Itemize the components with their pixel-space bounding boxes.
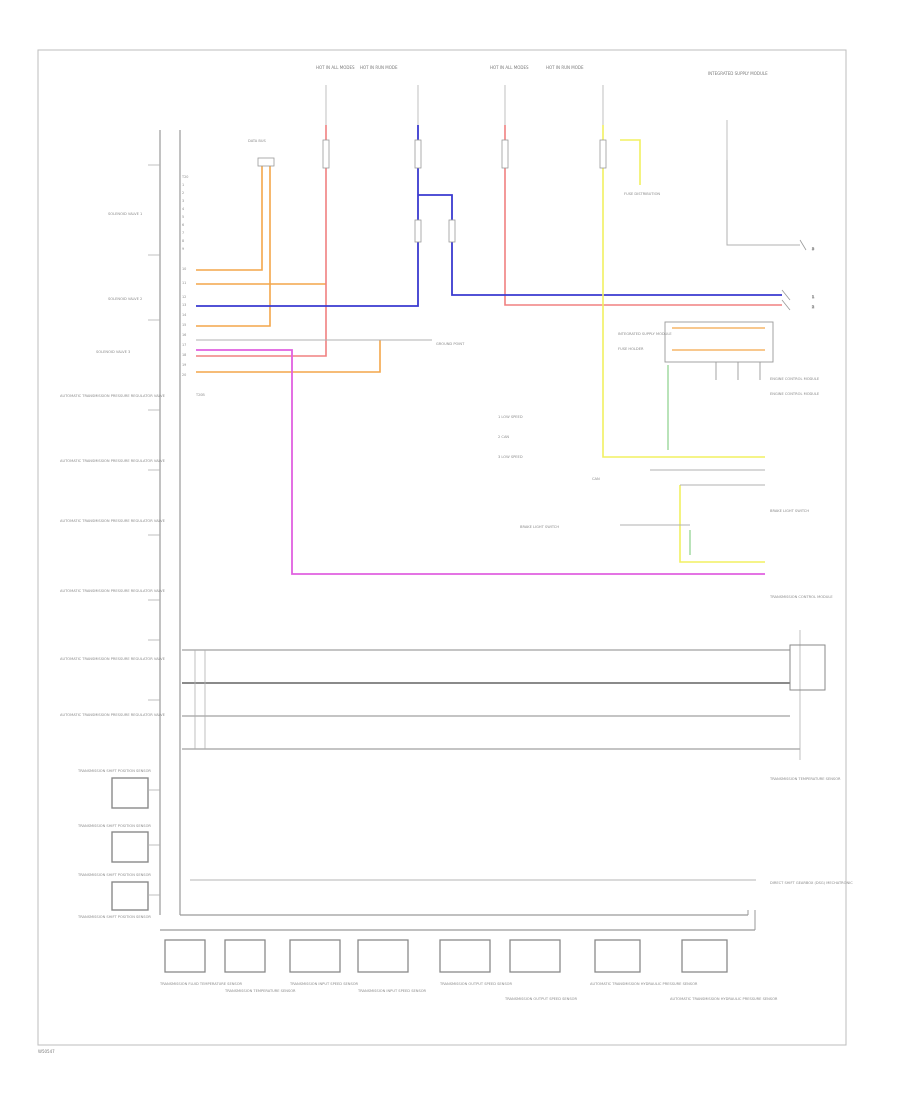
top-right-label: INTEGRATED SUPPLY MODULE xyxy=(708,71,768,76)
left-component-labels: SOLENOID VALVE 1 SOLENOID VALVE 2 SOLENO… xyxy=(60,212,166,919)
svg-text:5: 5 xyxy=(182,215,184,219)
svg-text:4: 4 xyxy=(182,207,184,211)
right-label-4: BRAKE LIGHT SWITCH xyxy=(770,509,809,513)
left-label-11: TRANSMISSION SHIFT POSITION SENSOR xyxy=(77,824,151,828)
left-tick-marks xyxy=(148,164,160,896)
bottom-sensors xyxy=(164,939,728,973)
svg-text:19: 19 xyxy=(182,363,186,367)
svg-text:6: 6 xyxy=(182,223,184,227)
wire-gray xyxy=(196,160,800,526)
wire-pink xyxy=(196,349,765,575)
wire-red xyxy=(196,125,782,357)
legend-item-1: 1 LOW SPEED xyxy=(498,415,523,419)
left-label-3: SOLENOID VALVE 3 xyxy=(96,350,130,354)
svg-text:18: 18 xyxy=(182,353,186,357)
svg-text:20: 20 xyxy=(182,373,186,377)
sensor-bus-lines xyxy=(182,649,800,750)
svg-text:15: 15 xyxy=(182,323,186,327)
ecm-label: ENGINE CONTROL MODULE xyxy=(770,377,820,381)
fuse-holder xyxy=(664,321,774,380)
right-label-5: TRANSMISSION CONTROL MODULE xyxy=(769,595,833,599)
svg-text:17: 17 xyxy=(182,343,186,347)
bottom-label-1: TRANSMISSION FLUID TEMPERATURE SENSOR xyxy=(159,982,243,986)
bus-sensor-box xyxy=(789,644,826,691)
left-sensor-boxes xyxy=(111,777,149,911)
left-label-5: AUTOMATIC TRANSMISSION PRESSURE REGULATO… xyxy=(60,459,166,463)
svg-text:3: 3 xyxy=(812,247,814,251)
legend-item-3: 3 LOW SPEED xyxy=(498,455,523,459)
center-labels: DATA BUS GROUND POINT FUSE DISTRIBUTION … xyxy=(248,139,820,529)
svg-text:T20: T20 xyxy=(181,175,188,179)
wire-blue xyxy=(196,125,782,307)
left-label-7: AUTOMATIC TRANSMISSION PRESSURE REGULATO… xyxy=(60,589,166,593)
left-label-10: TRANSMISSION SHIFT POSITION SENSOR xyxy=(77,769,151,773)
power-feed-2: HOT IN RUN MODE xyxy=(360,65,398,70)
bottom-label-3: TRANSMISSION INPUT SPEED SENSOR xyxy=(289,982,359,986)
left-label-2: SOLENOID VALVE 2 xyxy=(108,297,142,301)
svg-text:1: 1 xyxy=(182,183,184,187)
bottom-label-5: TRANSMISSION OUTPUT SPEED SENSOR xyxy=(439,982,512,986)
right-label-7: DIRECT SHIFT GEARBOX (DSG) MECHATRONIC xyxy=(770,881,853,885)
power-feed-1-label: HOT IN ALL MODES xyxy=(316,65,355,70)
power-feed-4-label: HOT IN RUN MODE xyxy=(546,65,584,70)
power-feed-2-label: HOT IN RUN MODE xyxy=(360,65,398,70)
right-component-labels: INTEGRATED SUPPLY MODULE FUSE HOLDER ENG… xyxy=(618,332,853,885)
right-end-markers: 1 2 3 xyxy=(781,239,815,311)
bottom-sensor-labels: TRANSMISSION FLUID TEMPERATURE SENSOR TR… xyxy=(159,982,778,1001)
svg-text:13: 13 xyxy=(182,303,186,307)
svg-text:10: 10 xyxy=(182,267,186,271)
right-label-2: FUSE HOLDER xyxy=(618,347,644,351)
wire-green xyxy=(667,365,691,555)
svg-text:12: 12 xyxy=(182,295,186,299)
svg-text:14: 14 xyxy=(182,313,186,317)
right-label-3: ENGINE CONTROL MODULE xyxy=(770,392,820,396)
data-bus-label: DATA BUS xyxy=(248,139,266,143)
svg-text:8: 8 xyxy=(182,239,184,243)
power-feed-3: HOT IN ALL MODES xyxy=(490,65,529,70)
svg-text:1: 1 xyxy=(812,295,814,299)
feed-ticks xyxy=(325,85,728,160)
svg-text:3: 3 xyxy=(182,199,184,203)
can-label: CAN xyxy=(592,477,600,481)
right-label-1: INTEGRATED SUPPLY MODULE xyxy=(618,332,672,336)
power-feed-1: HOT IN ALL MODES xyxy=(316,65,355,70)
bus-vertical-links xyxy=(194,630,801,760)
diagram-frame xyxy=(37,49,847,1046)
left-label-4: AUTOMATIC TRANSMISSION PRESSURE REGULATO… xyxy=(60,394,166,398)
footer-code: W50547 xyxy=(38,1049,55,1054)
svg-text:16: 16 xyxy=(182,333,186,337)
bottom-label-7: AUTOMATIC TRANSMISSION HYDRAULIC PRESSUR… xyxy=(590,982,698,986)
left-label-9: AUTOMATIC TRANSMISSION PRESSURE REGULATO… xyxy=(60,713,166,717)
right-label-6: TRANSMISSION TEMPERATURE SENSOR xyxy=(769,777,841,781)
center-legend: 1 LOW SPEED 2 CAN 3 LOW SPEED xyxy=(498,415,523,459)
left-label-1: SOLENOID VALVE 1 xyxy=(108,212,142,216)
wire-orange xyxy=(196,160,381,373)
svg-text:11: 11 xyxy=(182,281,186,285)
svg-text:9: 9 xyxy=(182,247,184,251)
svg-text:2: 2 xyxy=(812,305,814,309)
fuse-distribution-label: FUSE DISTRIBUTION xyxy=(624,192,660,196)
bottom-label-6: TRANSMISSION OUTPUT SPEED SENSOR xyxy=(504,997,577,1001)
legend-item-2: 2 CAN xyxy=(498,435,509,439)
svg-text:T20B: T20B xyxy=(195,393,205,397)
svg-text:7: 7 xyxy=(182,231,184,235)
bottom-label-2: TRANSMISSION TEMPERATURE SENSOR xyxy=(224,989,296,993)
left-label-8: AUTOMATIC TRANSMISSION PRESSURE REGULATO… xyxy=(60,657,166,661)
power-feed-3-label: HOT IN ALL MODES xyxy=(490,65,529,70)
left-label-12: TRANSMISSION SHIFT POSITION SENSOR xyxy=(77,873,151,877)
connector-pin-column: T20 1 2 3 4 5 6 7 8 9 10 11 12 13 14 15 … xyxy=(181,175,205,397)
bottom-label-8: AUTOMATIC TRANSMISSION HYDRAULIC PRESSUR… xyxy=(670,997,778,1001)
brake-sw-label: BRAKE LIGHT SWITCH xyxy=(520,525,559,529)
left-module xyxy=(159,130,756,931)
power-feed-4: HOT IN RUN MODE xyxy=(546,65,584,70)
left-label-6: AUTOMATIC TRANSMISSION PRESSURE REGULATO… xyxy=(60,519,166,523)
wire-yellow xyxy=(602,125,765,563)
svg-text:2: 2 xyxy=(182,191,184,195)
left-label-13: TRANSMISSION SHIFT POSITION SENSOR xyxy=(77,915,151,919)
bottom-label-4: TRANSMISSION INPUT SPEED SENSOR xyxy=(357,989,427,993)
wire-connectors xyxy=(257,139,607,243)
ground-point-label: GROUND POINT xyxy=(436,342,465,346)
